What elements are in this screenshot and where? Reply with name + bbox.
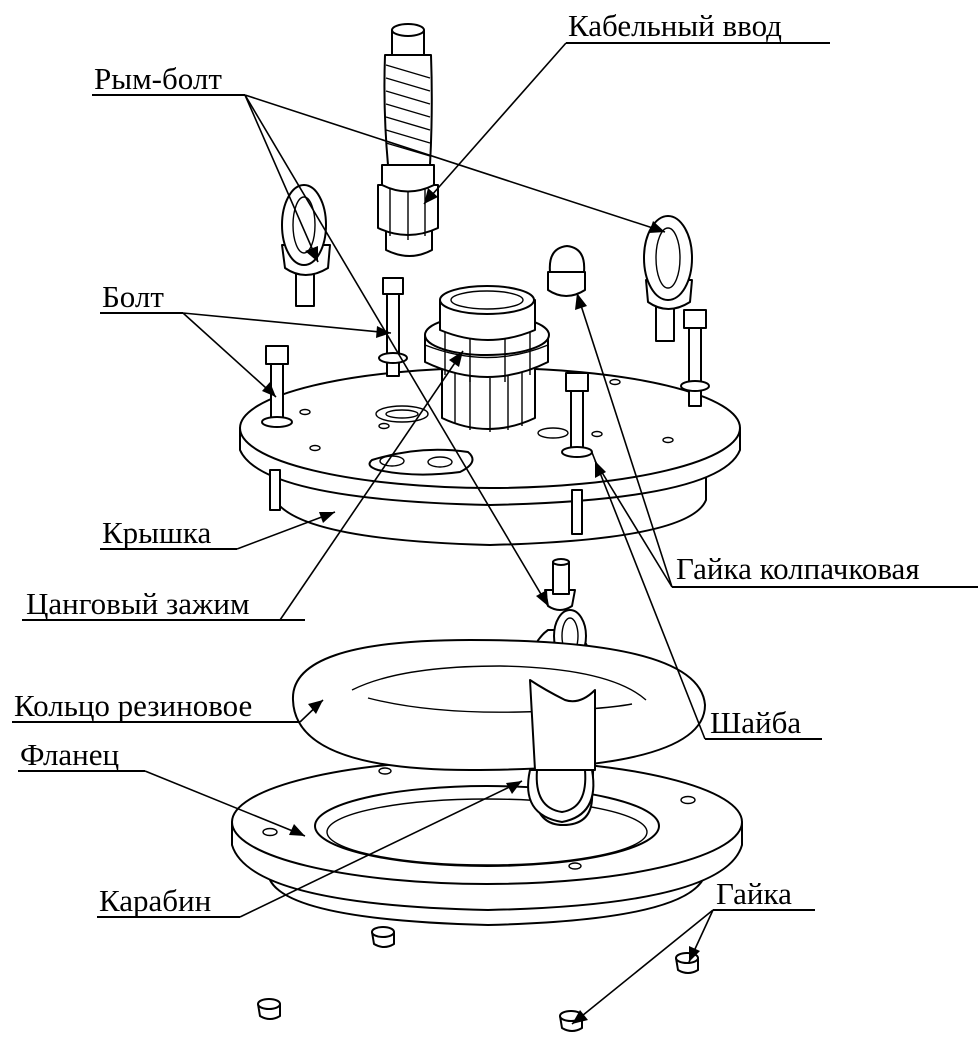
label-cover: Крышка [102,515,211,550]
label-collet-clamp: Цанговый зажим [26,586,250,621]
bolt-3 [561,372,593,458]
cap-nut [547,245,586,297]
label-washer: Шайба [710,705,801,740]
bolt-4 [680,309,710,407]
cover [239,367,741,546]
label-rubber-ring: Кольцо резиновое [14,688,252,723]
nut-2 [257,998,281,1020]
nut-1 [371,926,395,948]
eye-bolt-left [281,184,331,307]
eye-bolt-right [643,215,693,342]
label-carabiner: Карабин [99,883,211,918]
label-flange: Фланец [20,737,119,772]
collet-clamp [424,285,550,432]
bolt-2 [261,345,293,428]
label-bolt: Болт [102,279,164,314]
callout-labels: Кабельный ввод Рым-болт Болт Крышка Гайк… [14,8,920,918]
label-nut: Гайка [716,876,792,911]
label-cable-gland: Кабельный ввод [568,8,782,43]
leader-lines [12,42,978,1025]
rubber-ring [291,639,706,771]
label-cap-nut: Гайка колпачковая [676,551,920,586]
label-eye-bolt: Рым-болт [94,61,222,96]
cable-gland [377,23,439,257]
flange [231,759,743,926]
